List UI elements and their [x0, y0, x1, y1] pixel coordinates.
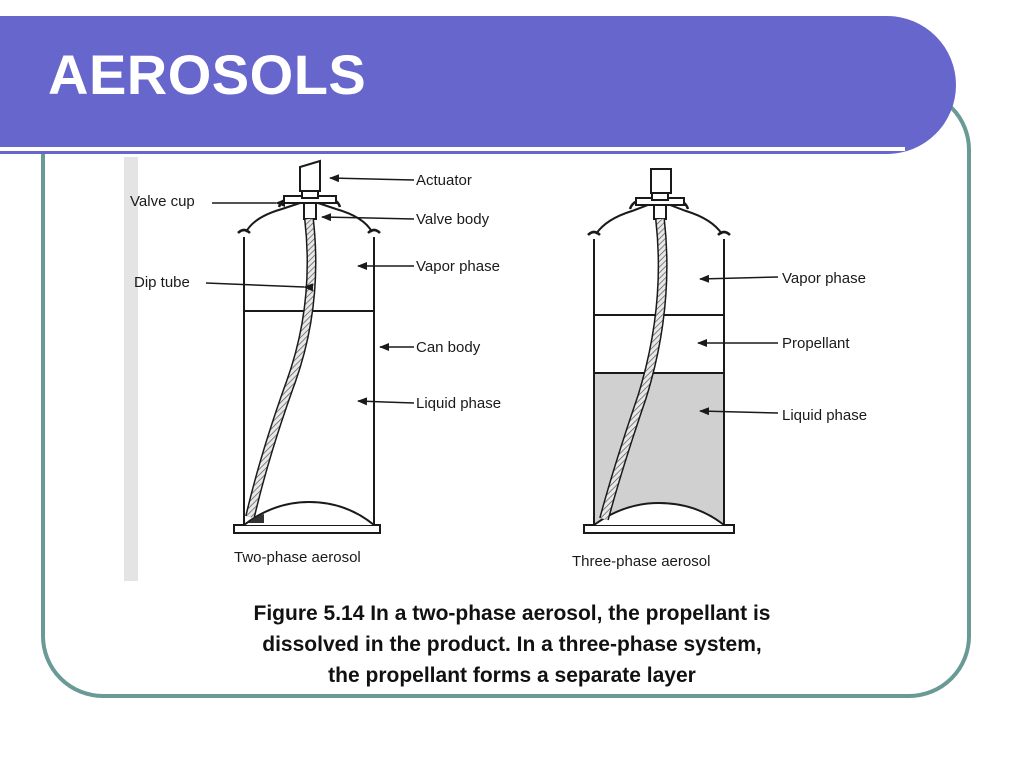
can-rim [237, 228, 381, 234]
title-underline [0, 147, 905, 151]
liquid-phase-fill [594, 373, 724, 525]
label-vapor-phase: Vapor phase [416, 258, 500, 275]
label-liquid-phase-3: Liquid phase [782, 407, 867, 424]
two-phase-arrows [205, 174, 415, 406]
caption-two-phase: Two-phase aerosol [234, 549, 361, 566]
caption-line-1: Figure 5.14 In a two-phase aerosol, the … [253, 602, 771, 625]
valve-body [303, 202, 317, 220]
actuator [650, 168, 672, 194]
slide-title: AEROSOLS [48, 43, 367, 106]
label-valve-cup: Valve cup [130, 193, 195, 210]
valve-body [653, 204, 667, 220]
figure-caption: Figure 5.14 In a two-phase aerosol, the … [150, 598, 874, 691]
label-propellant: Propellant [782, 335, 850, 352]
two-phase-can [233, 159, 381, 534]
can-shoulder [595, 204, 723, 235]
title-bar [0, 16, 956, 154]
caption-line-2: dissolved in the product. In a three-pha… [262, 633, 762, 656]
can-walls [593, 239, 725, 525]
can-base [583, 524, 735, 534]
label-actuator: Actuator [416, 172, 472, 189]
aerosol-figure: Actuator Valve cup Valve body Vapor phas… [124, 157, 902, 581]
label-vapor-phase-3: Vapor phase [782, 270, 866, 287]
three-phase-arrows [697, 274, 779, 416]
actuator-stem [651, 192, 669, 201]
aerosol-diagram: Actuator Valve cup Valve body Vapor phas… [124, 157, 867, 581]
label-dip-tube: Dip tube [134, 274, 190, 291]
can-dome-bottom [243, 500, 375, 526]
tube-end [248, 514, 264, 523]
label-liquid-phase: Liquid phase [416, 395, 501, 412]
can-base [233, 524, 381, 534]
label-valve-body: Valve body [416, 211, 490, 228]
actuator-stem [301, 190, 319, 199]
caption-line-3: the propellant forms a separate layer [328, 664, 696, 687]
scan-edge [124, 157, 138, 581]
three-phase-can [583, 168, 735, 534]
can-dome-bottom [593, 501, 725, 526]
dip-tube [600, 218, 667, 520]
caption-three-phase: Three-phase aerosol [572, 553, 710, 570]
dip-tube [246, 218, 315, 518]
actuator [299, 159, 321, 192]
label-can-body: Can body [416, 339, 481, 356]
can-rim [587, 230, 731, 236]
